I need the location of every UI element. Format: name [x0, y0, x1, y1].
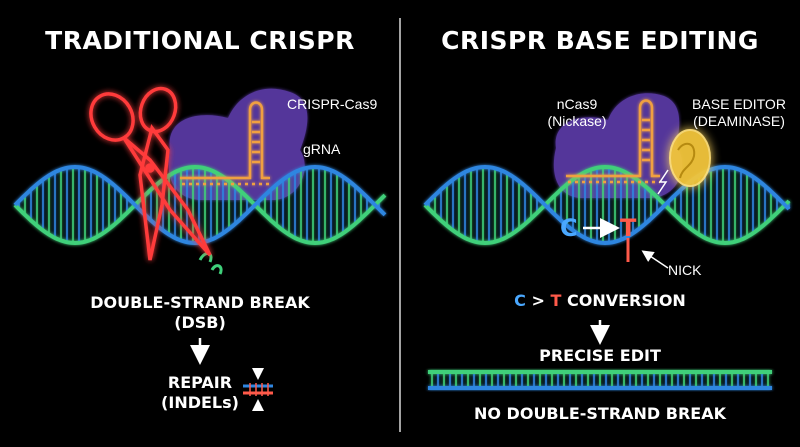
left-panel-art — [13, 86, 387, 411]
dna-backbone-strand — [13, 164, 387, 246]
conversion-word: CONVERSION — [566, 291, 686, 310]
no-dsb-label: NO DOUBLE-STRAND BREAK — [473, 404, 727, 423]
repair-label-line2: (INDELs) — [161, 393, 239, 412]
ncas9-label-line2: (Nickase) — [547, 113, 607, 129]
dsb-label-line2: (DSB) — [174, 313, 226, 332]
conversion-sep: > — [531, 291, 545, 310]
dsb-label-line1: DOUBLE-STRAND BREAK — [90, 293, 310, 312]
conversion-t: T — [550, 291, 562, 310]
grna-strand — [180, 101, 270, 186]
conversion-c: C — [514, 291, 526, 310]
dna-double-helix-right — [423, 164, 791, 246]
ncas9-label-line1: nCas9 — [556, 96, 598, 112]
dna-backbone-strand — [423, 164, 791, 246]
dna-backbone-strand — [423, 164, 791, 246]
deaminase-enzyme — [669, 129, 711, 187]
scissors-icon — [89, 86, 212, 261]
repair-icon — [243, 368, 273, 411]
dsb-break-ends — [198, 252, 223, 275]
dna-double-helix-left — [13, 164, 387, 246]
base-editor-label-line2: (DEAMINASE) — [693, 113, 785, 129]
nick-label: NICK — [668, 262, 702, 278]
cas9-protein — [168, 88, 308, 200]
base-editor-label-line1: BASE EDITOR — [692, 96, 786, 112]
edited-dna-ladder — [428, 370, 772, 390]
precise-edit-label: PRECISE EDIT — [539, 346, 661, 365]
base-t: T — [620, 214, 637, 242]
conversion-label: C > T CONVERSION — [514, 291, 686, 311]
right-panel-art — [423, 93, 791, 390]
nick-pointer — [641, 250, 669, 269]
right-panel-title: CRISPR BASE EDITING — [441, 26, 759, 55]
cas9-label: CRISPR-Cas9 — [287, 96, 378, 112]
grna-strand-right — [566, 99, 660, 184]
left-panel-title: TRADITIONAL CRISPR — [45, 26, 355, 55]
grna-label: gRNA — [303, 141, 341, 157]
editing-spark-icon — [657, 169, 669, 195]
repair-label-line1: REPAIR — [167, 373, 233, 392]
base-c: C — [560, 214, 578, 242]
